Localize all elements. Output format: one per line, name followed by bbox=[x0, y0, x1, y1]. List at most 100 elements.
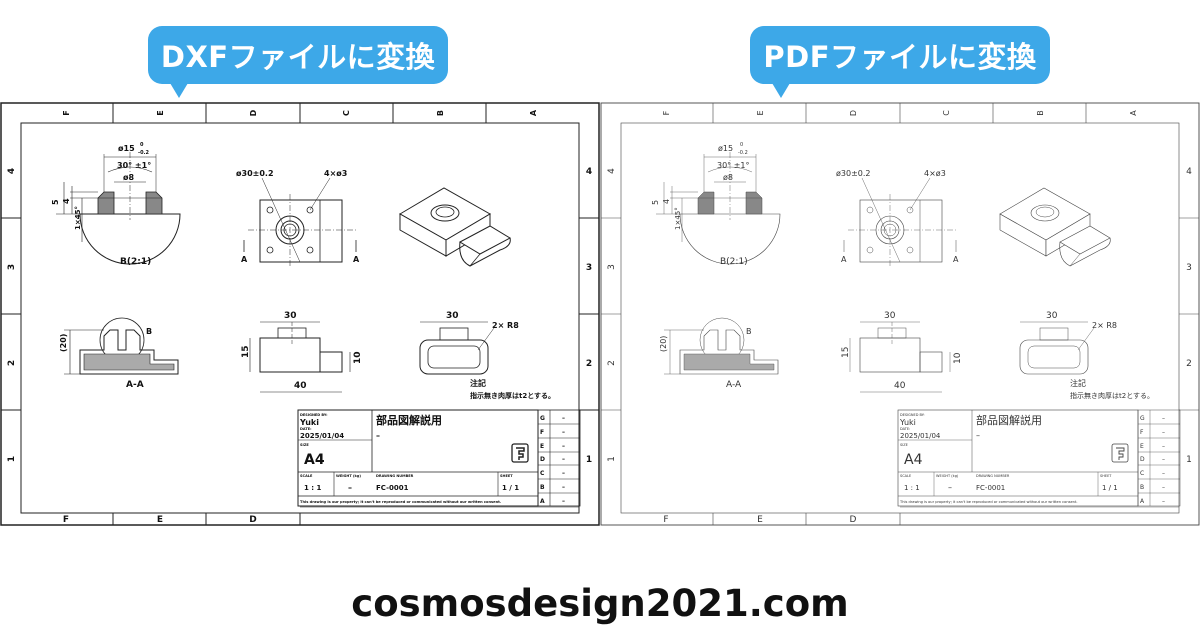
revision-dash: – bbox=[562, 470, 565, 477]
bubble-tail bbox=[170, 83, 188, 98]
revision-letter: A bbox=[540, 498, 545, 505]
dim-30-side: 30 bbox=[284, 311, 297, 321]
scale-label: SCALE bbox=[300, 474, 313, 478]
revision-letter: D bbox=[1140, 456, 1145, 463]
dim-4: 4 bbox=[662, 199, 671, 204]
row-label-right: 3 bbox=[586, 263, 592, 273]
side-view: 30 40 15 10 bbox=[841, 311, 963, 393]
dim-phi15-tol-lower: -0.2 bbox=[738, 150, 748, 156]
revision-letter: E bbox=[540, 443, 544, 450]
drawing-note: 注記 指示無き肉厚はt2とする。 bbox=[1070, 378, 1154, 400]
callout-b: B bbox=[146, 327, 152, 336]
logo-mark-icon bbox=[516, 447, 525, 460]
dim-1x45: 1×45° bbox=[74, 206, 82, 230]
scale-value: 1 : 1 bbox=[904, 484, 920, 492]
row-label-right: 4 bbox=[1186, 167, 1192, 177]
drawing-note: 注記 指示無き肉厚はt2とする。 bbox=[470, 378, 555, 400]
section-arrow-a-right: A bbox=[353, 255, 360, 264]
dim-30deg: 30° ±1° bbox=[717, 161, 750, 170]
dim-10: 10 bbox=[953, 352, 963, 364]
isometric-view bbox=[999, 187, 1111, 267]
dxf-drawing-sheet: F E D C B A F E D 4 3 2 1 4 3 2 1 ø15 bbox=[0, 102, 600, 526]
row-label-right: 1 bbox=[1186, 455, 1192, 465]
col-label-top: A bbox=[1129, 110, 1138, 116]
row-label-left: 1 bbox=[7, 456, 17, 462]
bubble-tail bbox=[772, 83, 790, 98]
sheet-value: 1 / 1 bbox=[502, 484, 519, 492]
section-label: A-A bbox=[726, 380, 742, 390]
dim-phi8: ø8 bbox=[723, 173, 733, 182]
size-value: A4 bbox=[304, 452, 325, 468]
revision-dash: – bbox=[562, 484, 565, 491]
drawing-number-value: FC-0001 bbox=[976, 484, 1005, 492]
weight-label: WEIGHT (kg) bbox=[936, 474, 959, 478]
dim-phi30: ø30±0.2 bbox=[836, 169, 871, 178]
revision-dash: – bbox=[1162, 456, 1165, 463]
revision-letter: D bbox=[540, 456, 545, 463]
revision-dash: – bbox=[562, 498, 565, 505]
revision-letter: G bbox=[1140, 415, 1145, 422]
revision-letter: G bbox=[540, 415, 545, 422]
site-url: cosmosdesign2021.com bbox=[351, 582, 849, 625]
dim-phi15-tol-upper: 0 bbox=[740, 142, 743, 148]
note-body: 指示無き肉厚はt2とする。 bbox=[470, 391, 555, 400]
revision-letter: F bbox=[540, 429, 544, 436]
dim-40: 40 bbox=[294, 381, 307, 391]
dim-10: 10 bbox=[353, 351, 363, 364]
col-label-bottom: E bbox=[757, 515, 763, 525]
dim-5: 5 bbox=[51, 199, 60, 205]
dim-2xr8: 2× R8 bbox=[1092, 321, 1117, 330]
col-label-top: B bbox=[1036, 110, 1045, 116]
dxf-convert-label: DXFファイルに変換 bbox=[160, 40, 436, 74]
col-label-top: B bbox=[436, 110, 445, 116]
revision-letter: E bbox=[1140, 443, 1144, 450]
zone-labels: F E D C B A F E D 4 3 2 1 4 3 2 1 bbox=[7, 109, 592, 525]
dim-40: 40 bbox=[894, 381, 906, 391]
col-label-top: E bbox=[756, 110, 765, 115]
company-logo-icon bbox=[511, 443, 529, 463]
row-label-right: 1 bbox=[586, 455, 592, 465]
company-logo-icon bbox=[1111, 443, 1129, 463]
copyright-text: This drawing is our property; it can't b… bbox=[300, 500, 501, 504]
col-label-top: C bbox=[342, 110, 351, 116]
sheet-value: 1 / 1 bbox=[1102, 484, 1118, 492]
designed-by-label: DESIGNED BY: bbox=[300, 413, 328, 417]
col-label-bottom: F bbox=[63, 515, 69, 525]
col-label-top: D bbox=[249, 109, 258, 116]
title-block: DESIGNED BY: Yuki DATE: 2025/01/04 SIZE … bbox=[897, 409, 1181, 507]
revision-letter: C bbox=[540, 470, 545, 477]
dim-5: 5 bbox=[651, 200, 660, 205]
col-label-top: A bbox=[529, 109, 538, 116]
revision-dash: – bbox=[562, 443, 565, 450]
callout-b: B bbox=[746, 327, 752, 336]
pdf-convert-label: PDFファイルに変換 bbox=[763, 40, 1037, 74]
date-value: 2025/01/04 bbox=[300, 432, 344, 440]
col-label-bottom: F bbox=[663, 515, 668, 525]
row-label-left: 3 bbox=[607, 264, 617, 270]
dim-phi15-tol-lower: -0.2 bbox=[138, 150, 149, 156]
col-label-top: D bbox=[849, 110, 858, 116]
revision-dash: – bbox=[1162, 415, 1165, 422]
date-value: 2025/01/04 bbox=[900, 432, 941, 440]
drawing-title: 部品図解説用 bbox=[976, 413, 1042, 427]
revision-dash: – bbox=[562, 456, 565, 463]
row-label-left: 1 bbox=[607, 456, 617, 462]
pdf-drawing-sheet: F E D C B A F E D 4 3 2 1 4 3 2 1 ø15 bbox=[600, 102, 1200, 526]
pdf-convert-bubble: PDFファイルに変換 bbox=[750, 26, 1050, 98]
revision-dash: – bbox=[562, 429, 565, 436]
designed-by-value: Yuki bbox=[299, 418, 319, 427]
dim-20: (20) bbox=[59, 334, 68, 352]
revision-dash: – bbox=[1162, 470, 1165, 477]
row-label-left: 3 bbox=[7, 264, 17, 270]
revision-dash: – bbox=[562, 415, 565, 422]
detail-label: B(2:1) bbox=[720, 257, 748, 267]
revision-letter: F bbox=[1140, 429, 1144, 436]
col-label-top: E bbox=[156, 110, 165, 115]
scale-label: SCALE bbox=[900, 474, 911, 478]
designed-by-value: Yuki bbox=[899, 418, 916, 427]
side-view: 30 40 15 10 bbox=[241, 311, 363, 393]
col-label-top: C bbox=[942, 110, 951, 116]
col-label-bottom: E bbox=[157, 515, 163, 525]
dim-phi30: ø30±0.2 bbox=[236, 169, 274, 178]
top-view: 30 2× R8 bbox=[1019, 311, 1117, 375]
